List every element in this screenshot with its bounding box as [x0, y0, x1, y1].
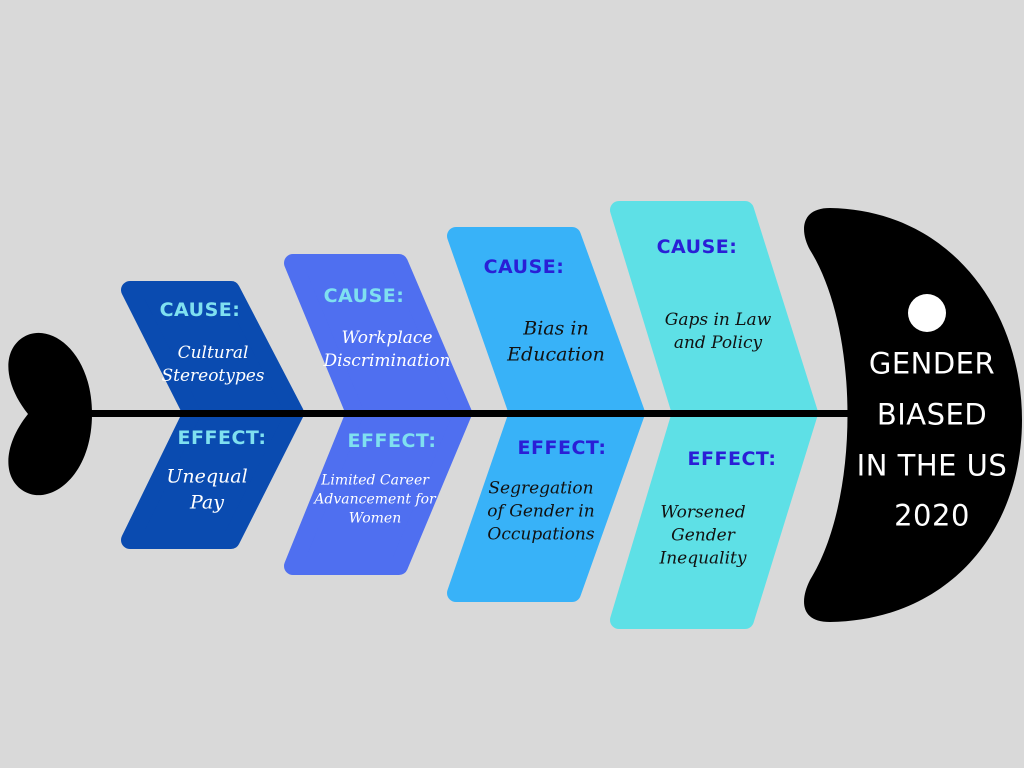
fish-tail: [8, 332, 93, 496]
effect-text-3-line: of Gender in: [487, 501, 595, 522]
effect-text-2-line: Limited Career: [321, 472, 429, 489]
fish-eye: [908, 294, 946, 332]
effect-label-3: EFFECT:: [517, 437, 607, 460]
head-title-line-1: GENDER: [868, 346, 996, 381]
effect-label-1: EFFECT:: [177, 427, 267, 450]
fish-head-title: GENDER BIASED IN THE US 2020: [852, 339, 1012, 542]
cause-text-3: Bias in Education: [507, 316, 605, 367]
cause-text-1-line: Stereotypes: [161, 366, 265, 386]
effect-text-3-line: Occupations: [487, 524, 595, 545]
head-title-line-4: 2020: [894, 498, 970, 533]
effect-text-2-line: Women: [348, 510, 402, 527]
cause-label-3: CAUSE:: [483, 256, 565, 279]
fish-spine: [88, 410, 870, 417]
cause-text-3-line: Education: [507, 343, 605, 365]
cause-text-3-line: Bias in: [523, 317, 589, 340]
cause-label-4: CAUSE:: [656, 236, 738, 259]
fish-head: [804, 208, 1022, 622]
effect-text-4-line: Inequality: [659, 548, 747, 569]
cause-text-4-line: Gaps in Law: [664, 310, 772, 331]
head-title-line-2: BIASED: [876, 397, 988, 432]
effect-text-4-line: Worsened: [660, 502, 746, 523]
effect-label-2: EFFECT:: [347, 430, 437, 453]
effect-text-3-line: Segregation: [488, 478, 594, 499]
cause-label-1: CAUSE:: [159, 299, 241, 322]
cause-text-1-line: Cultural: [177, 343, 249, 364]
cause-text-2-line: Discrimination: [323, 351, 451, 371]
cause-text-4-line: and Policy: [673, 333, 763, 353]
effect-label-4: EFFECT:: [687, 448, 777, 471]
effect-text-4-line: Gender: [671, 525, 735, 546]
head-title-line-3: IN THE US: [856, 448, 1008, 482]
cause-text-2-line: Workplace: [341, 328, 433, 349]
effect-text-1-line: Unequal: [166, 465, 248, 488]
effect-text-1-line: Pay: [190, 491, 224, 513]
cause-label-2: CAUSE:: [323, 285, 405, 308]
effect-text-2-line: Advancement for: [314, 491, 436, 508]
